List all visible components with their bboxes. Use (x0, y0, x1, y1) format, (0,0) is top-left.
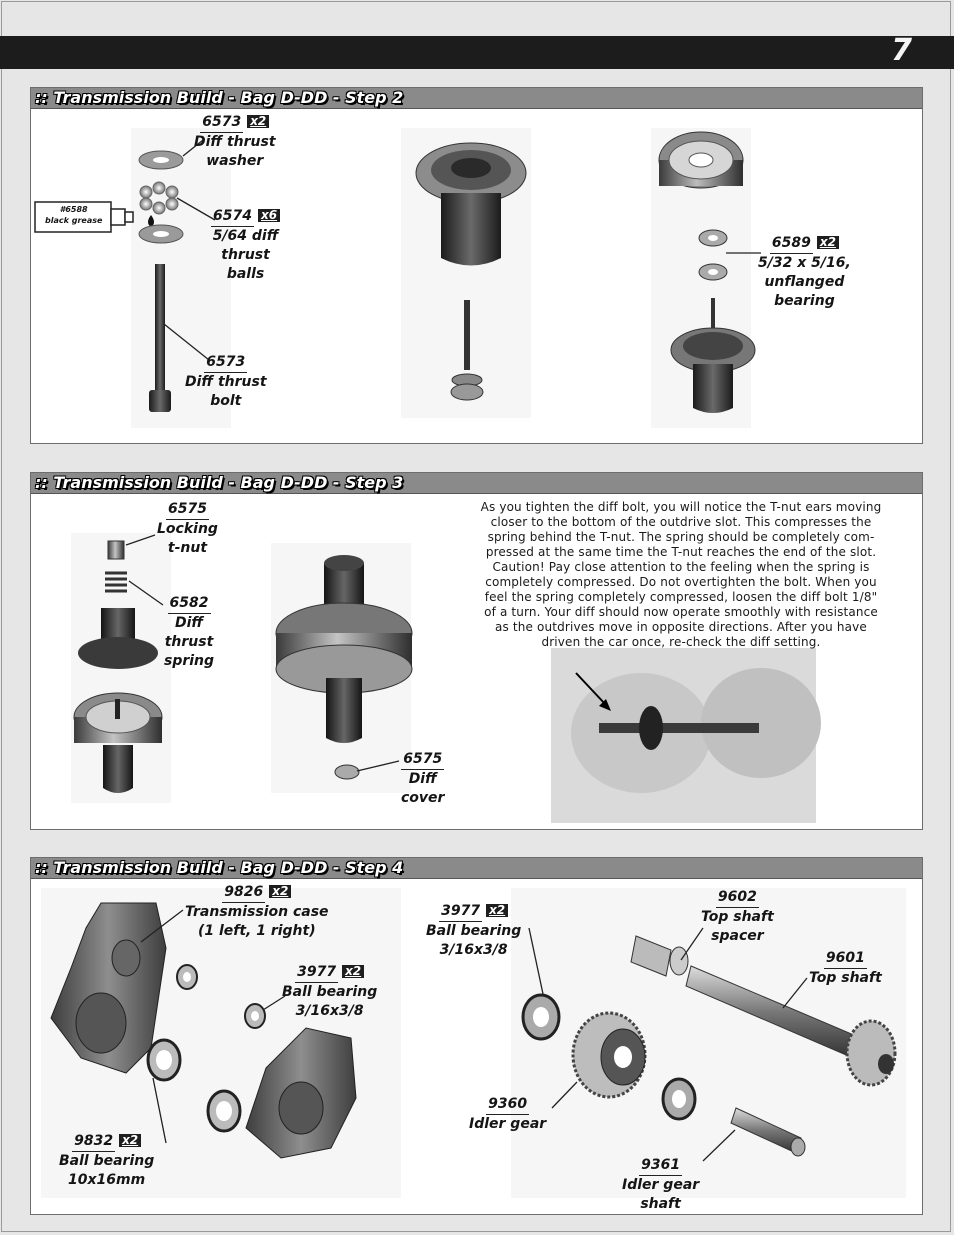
step-2-panel: :: Transmission Build - Bag D-DD - Step … (30, 87, 923, 444)
grease-tube-icon (34, 201, 134, 233)
idler-gear-label: 9360 Idler gear (469, 1096, 547, 1132)
grease-tube-label: #6588 black grease (45, 205, 103, 225)
step-2-title: :: Transmission Build - Bag D-DD - Step … (35, 88, 404, 107)
step-4-illustration (50, 902, 897, 1162)
step-4-title: :: Transmission Build - Bag D-DD - Step … (35, 858, 404, 877)
step-4-title-bar: :: Transmission Build - Bag D-DD - Step … (31, 858, 922, 879)
bolt-label: 6573 Diff thrust bolt (185, 354, 267, 409)
diff-setup-instructions: As you tighten the diff bolt, you will n… (480, 500, 882, 649)
step-3-title-bar: :: Transmission Build - Bag D-DD - Step … (31, 473, 922, 494)
top-shaft-label: 9601 Top shaft (809, 950, 882, 986)
step-4-panel: :: Transmission Build - Bag D-DD - Step … (30, 857, 923, 1215)
page-header-bar: 7 (0, 33, 954, 69)
tnut-label: 6575 Locking t-nut (157, 501, 218, 556)
spring-label: 6582 Diff thrust spring (164, 595, 215, 669)
diff-cover-label: 6575 Diff cover (401, 751, 445, 806)
step-2-image-a (131, 128, 231, 428)
step-2-illustration (34, 131, 761, 413)
step-3-title: :: Transmission Build - Bag D-DD - Step … (35, 473, 404, 492)
step-3-panel: :: Transmission Build - Bag D-DD - Step … (30, 472, 923, 830)
page-number: 7 (891, 33, 912, 68)
step-2-title-bar: :: Transmission Build - Bag D-DD - Step … (31, 88, 922, 109)
top-shaft-spacer-label: 9602 Top shaft spacer (701, 889, 774, 944)
idler-gear-shaft-label: 9361 Idler gear shaft (622, 1157, 700, 1212)
step-3-illustration (73, 534, 821, 793)
